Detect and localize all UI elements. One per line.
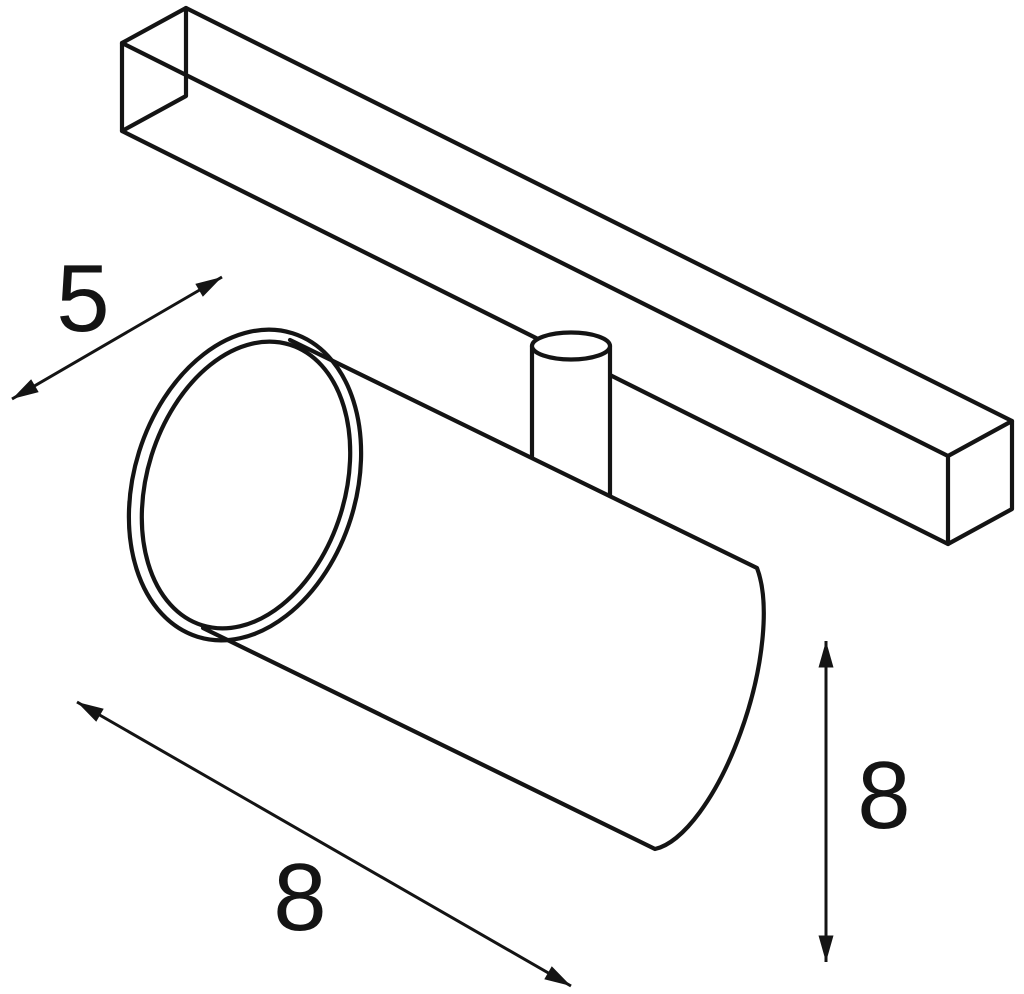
- dimension-track-width: 5: [11, 245, 223, 401]
- lens-rim-outer: [126, 327, 364, 643]
- dimension-label-track-width: 5: [56, 245, 109, 352]
- spotlight-body-fill: [95, 318, 764, 849]
- stem-top-cap-icon: [529, 330, 613, 362]
- track-rail-edges: [119, 5, 1015, 547]
- spotlight-body-outline: [200, 337, 766, 852]
- dimension-label-height: 8: [857, 742, 910, 849]
- dimension-height: 8: [818, 641, 911, 962]
- dimension-label-length: 8: [273, 844, 326, 951]
- spotlight-body: [95, 318, 766, 852]
- dimension-arrow-track-width: [11, 275, 223, 401]
- dimension-arrow-length: [76, 700, 572, 988]
- track-rail: [119, 5, 1015, 547]
- lens-rim-inner: [139, 339, 353, 631]
- dimension-length: 8: [76, 700, 572, 988]
